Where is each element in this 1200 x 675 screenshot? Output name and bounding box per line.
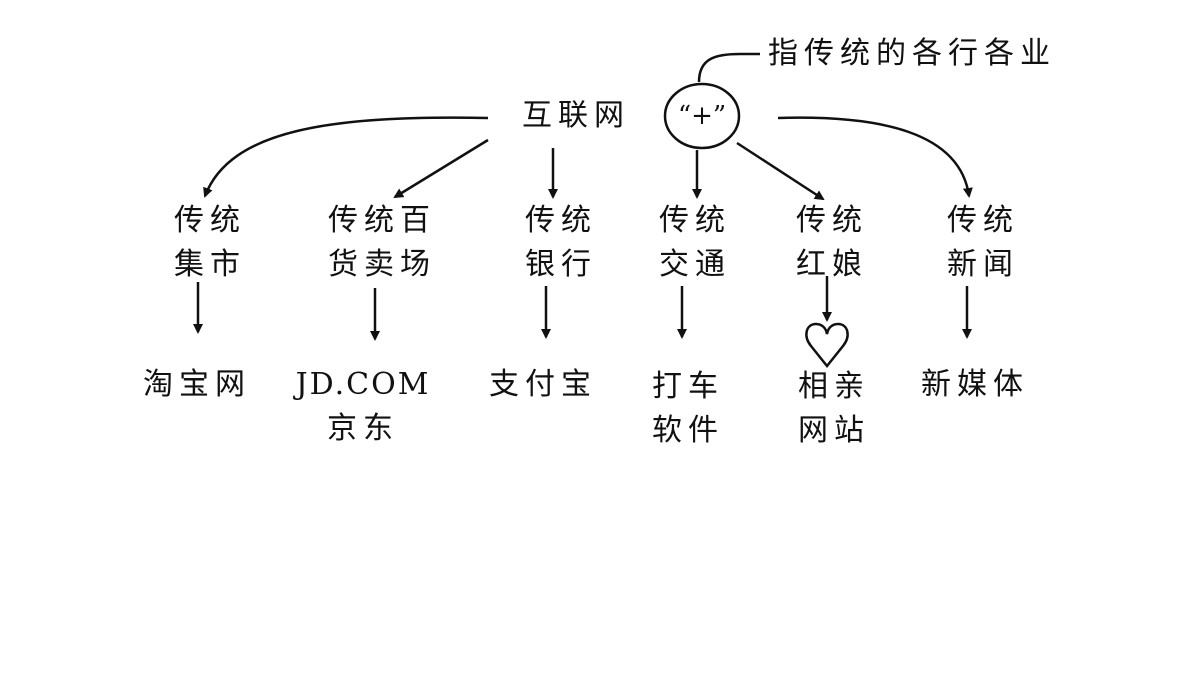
result-line-1: 相亲: [798, 369, 870, 404]
traditional-bank: 传统 银行: [486, 199, 636, 287]
result-line-1: 支付宝: [489, 367, 597, 402]
node-line-1: 传统: [174, 203, 246, 238]
result-alipay: 支付宝: [458, 363, 628, 407]
arrow-to-market: [203, 116, 489, 198]
internet-label: 互联网: [522, 98, 630, 133]
node-line-2: 交通: [659, 247, 731, 282]
arrow-to-department-store: [393, 138, 489, 199]
note-label: 指传统的各行各业: [768, 36, 1056, 71]
result-dating-site: 相亲 网站: [749, 365, 919, 453]
result-line-1: 淘宝网: [143, 367, 251, 402]
node-line-2: 集市: [174, 247, 246, 282]
note-leader-line: [697, 52, 760, 83]
result-taxi-app: 打车 软件: [603, 365, 773, 453]
heart-icon: [805, 322, 849, 369]
node-line-1: 传统百: [328, 203, 436, 238]
node-line-1: 传统: [525, 203, 597, 238]
node-line-1: 传统: [659, 203, 731, 238]
result-line-1: 打车: [652, 369, 724, 404]
traditional-matchmaker: 传统 红娘: [757, 199, 907, 287]
result-line-1: 新媒体: [921, 367, 1029, 402]
node-line-2: 货卖场: [328, 247, 436, 282]
plus-circle: [663, 82, 741, 150]
traditional-transport: 传统 交通: [620, 199, 770, 287]
result-new-media: 新媒体: [890, 363, 1060, 407]
traditional-department-store: 传统百 货卖场: [307, 199, 457, 287]
arrow-to-matchmaker: [736, 141, 825, 201]
result-line-2: 软件: [652, 413, 724, 448]
node-line-2: 新闻: [947, 247, 1019, 282]
result-line-1: JD.COM: [295, 367, 431, 402]
node-line-2: 银行: [525, 247, 597, 282]
result-jd: JD.COM 京东: [278, 363, 448, 451]
traditional-market: 传统 集市: [135, 199, 285, 287]
arrow-to-news: [777, 116, 973, 198]
result-line-2: 京东: [327, 411, 399, 446]
node-line-1: 传统: [796, 203, 868, 238]
node-line-2: 红娘: [796, 247, 868, 282]
plus-label: “+”: [677, 101, 727, 131]
result-line-2: 网站: [798, 413, 870, 448]
result-taobao: 淘宝网: [112, 363, 282, 407]
node-line-1: 传统: [947, 203, 1019, 238]
traditional-news: 传统 新闻: [908, 199, 1058, 287]
